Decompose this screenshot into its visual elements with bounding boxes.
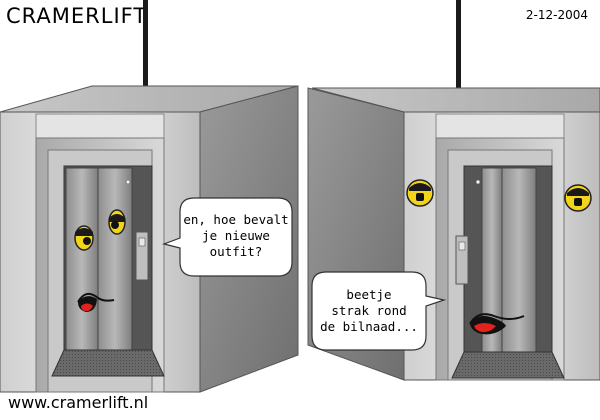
lift-door-right — [97, 167, 133, 351]
right-lift-eyes — [406, 179, 592, 212]
comic-title: CRAMERLIFT — [6, 4, 148, 28]
lift-door-right — [501, 167, 537, 353]
comic-date: 2-12-2004 — [525, 8, 588, 22]
speech-text-left: en, hoe bevalt je nieuwe outfit? — [183, 212, 289, 259]
lift-cable — [143, 0, 148, 88]
footer-url: www.cramerlift.nl — [8, 393, 149, 412]
lift-cable — [456, 0, 461, 90]
lift-floor — [51, 349, 165, 377]
speech-bubble-right — [311, 271, 447, 351]
lift-door-left — [65, 167, 99, 351]
left-lift-eyes — [74, 209, 126, 251]
lift-floor — [451, 351, 565, 379]
speech-text-right: beetje strak rond de bilnaad... — [320, 287, 418, 334]
left-lift — [0, 0, 299, 393]
right-lift — [307, 0, 600, 381]
right-lift-mouth — [469, 313, 525, 335]
left-lift-mouth — [77, 292, 115, 312]
speech-bubble-left — [161, 197, 293, 277]
